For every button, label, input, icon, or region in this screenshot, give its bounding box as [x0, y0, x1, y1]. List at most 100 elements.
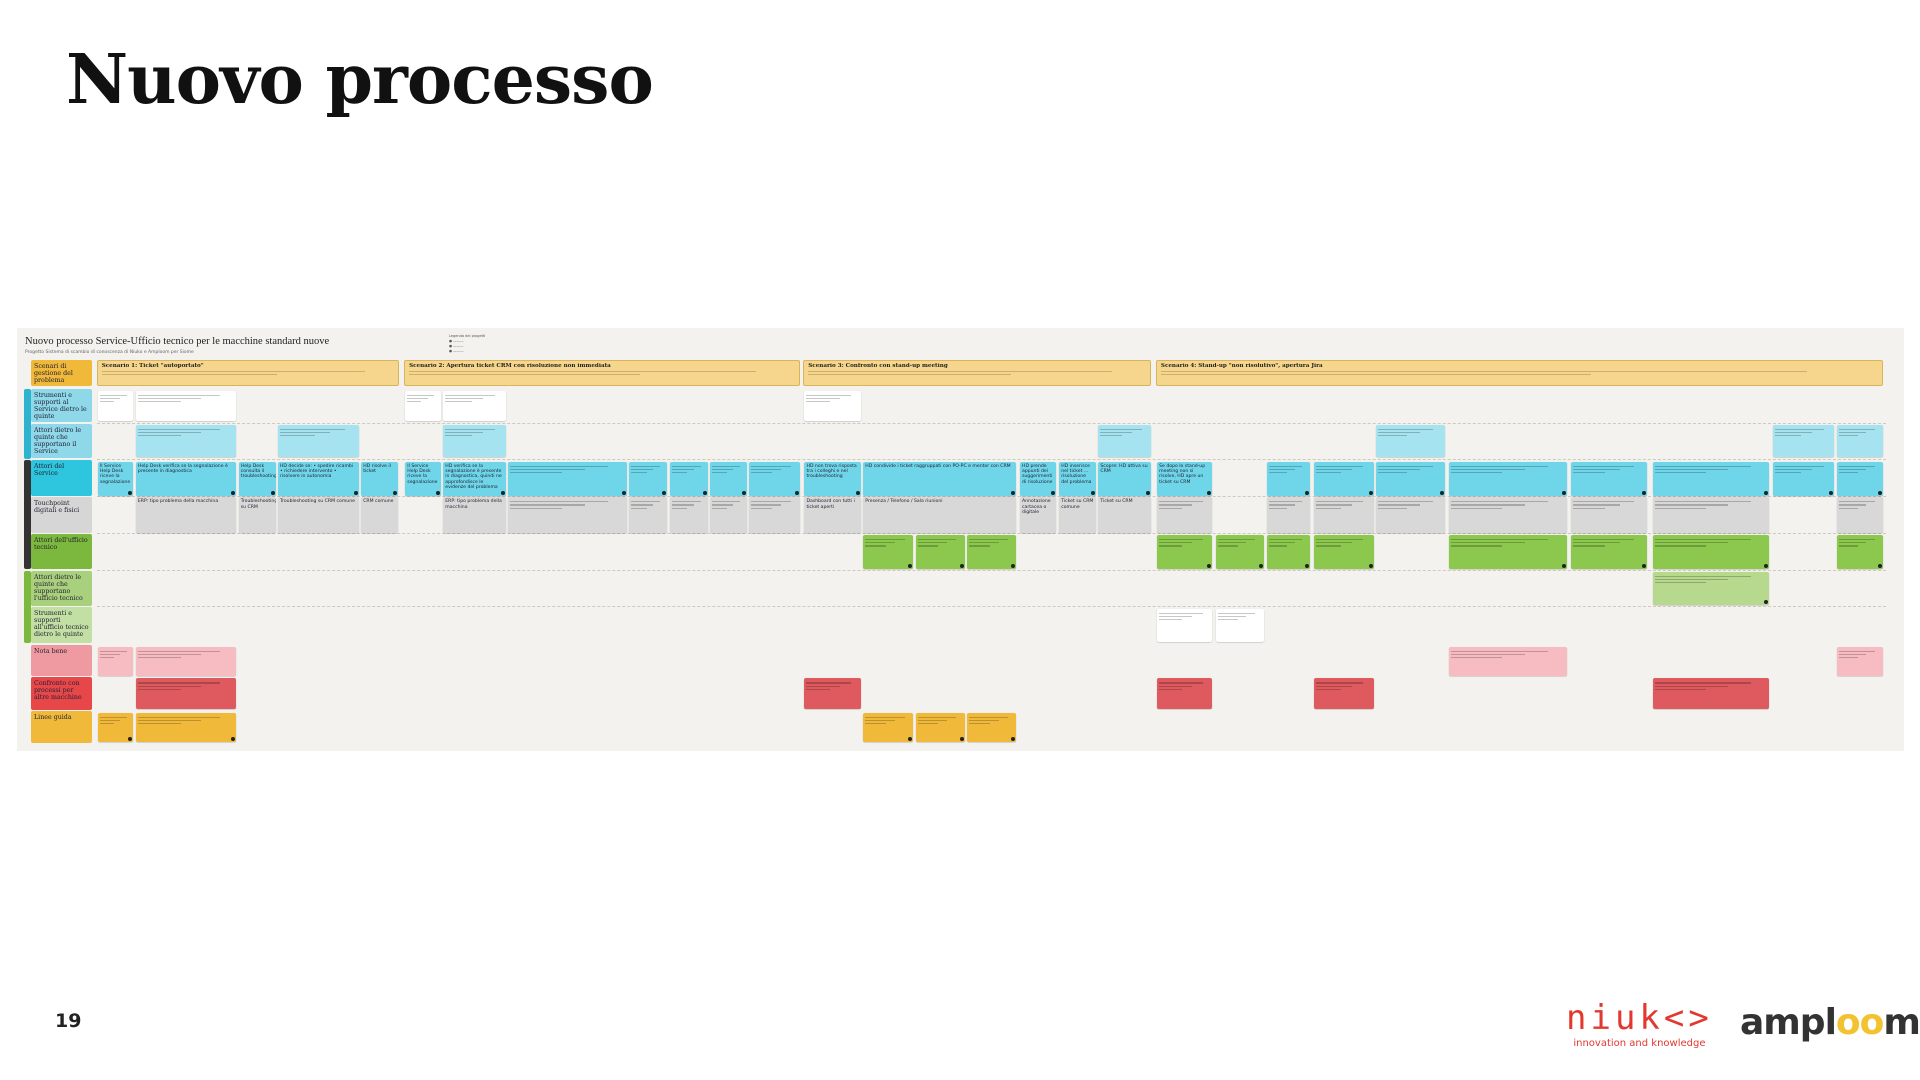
lane-divider [97, 606, 1886, 608]
text-line [137, 400, 182, 403]
legend-title: Legenda dei progetti [449, 334, 486, 338]
text-line [1655, 504, 1729, 506]
blueprint-card: Annotazione cartacea o digitale [1020, 497, 1056, 533]
scenario-header: Scenario 1: Ticket "autoportato" [96, 360, 400, 386]
text-line [510, 465, 608, 467]
blueprint-card [97, 390, 134, 422]
text-line [1159, 501, 1203, 503]
text-line [1655, 685, 1729, 687]
blueprint-card [1448, 535, 1568, 570]
blueprint-card [1448, 497, 1568, 533]
text-line [1315, 472, 1342, 474]
text-line [1269, 504, 1295, 506]
link-icon [128, 490, 133, 495]
link-icon [1011, 564, 1016, 569]
text-line [1159, 618, 1183, 621]
blueprint-card: HD condivide i ticket raggruppati con PO… [863, 461, 1017, 496]
blueprint-card [1571, 535, 1647, 570]
text-line [445, 428, 495, 431]
card-text: Presenza / Telefono / Sala riunioni [865, 499, 943, 505]
text-line [1315, 504, 1353, 506]
text-line [99, 400, 115, 403]
blueprint-card: Presenza / Telefono / Sala riunioni [863, 497, 1017, 533]
blueprint-card [1215, 608, 1264, 642]
blueprint-card [1376, 461, 1445, 496]
text-line [1573, 465, 1635, 467]
text-line [407, 397, 428, 399]
text-line [671, 504, 694, 506]
link-icon [1011, 737, 1016, 742]
amploom-text: m [1883, 1002, 1920, 1043]
blueprint-card: HD risolve il ticket [361, 461, 398, 496]
text-line [1378, 507, 1408, 509]
blueprint-card [135, 646, 237, 676]
blueprint-card [1653, 678, 1770, 709]
text-line [671, 465, 701, 467]
blueprint-card [1448, 461, 1568, 496]
blueprint-card [508, 461, 627, 496]
card-text: Help Desk consulta il troubleshooting [240, 463, 276, 480]
text-line [407, 394, 435, 396]
blueprint-card: Dashboard con tutti i ticket aperti [804, 497, 861, 533]
blueprint-card: Troubleshooting su CRM [238, 497, 276, 533]
text-line [1159, 685, 1193, 687]
text-line [751, 465, 791, 467]
blueprint-card [1836, 424, 1884, 457]
text-line [1159, 682, 1203, 684]
blueprint-card [97, 646, 134, 676]
text-line [712, 465, 741, 467]
text-line [445, 400, 472, 403]
text-line [1573, 468, 1620, 470]
text-line [1450, 653, 1526, 655]
text-line [1655, 688, 1706, 690]
text-line [1269, 539, 1303, 541]
text-line [1775, 468, 1813, 470]
link-icon [702, 490, 707, 495]
link-icon [1146, 490, 1151, 495]
text-line [1573, 507, 1606, 509]
blueprint-card [749, 461, 800, 496]
text-line [1775, 428, 1824, 431]
link-icon [621, 490, 626, 495]
link-icon [1641, 564, 1646, 569]
blueprint-card [443, 424, 506, 457]
link-icon [1764, 490, 1769, 495]
lane-label: Attori dietro le quinte che supportano i… [31, 423, 92, 458]
text-line [1315, 685, 1353, 687]
blueprint-card [1653, 497, 1770, 533]
card-text: Dashboard con tutti i ticket aperti [806, 499, 855, 510]
blueprint-card [1313, 678, 1374, 709]
text-line [1159, 507, 1183, 509]
text-line [1217, 542, 1247, 544]
diagram-subtitle: Progetto Sistema di scambio di conoscenz… [25, 350, 194, 355]
niuko-tagline: innovation and knowledge [1573, 1038, 1706, 1049]
card-text: Scopre: HD attiva su CRM [1100, 463, 1148, 475]
link-icon [855, 490, 860, 495]
scenario-header: Scenario 2: Apertura ticket CRM con riso… [404, 360, 800, 386]
card-text: Ticket su CRM comune [1061, 499, 1094, 510]
text-line [137, 650, 220, 652]
text-line [1450, 539, 1549, 541]
blueprint-card [804, 390, 861, 422]
text-line [1315, 545, 1342, 547]
blueprint-card [1215, 535, 1264, 570]
text-line [1450, 465, 1549, 467]
text-line [445, 397, 484, 399]
lane-label: Attori dietro le quinte che supportano l… [31, 570, 92, 607]
text-line [137, 397, 201, 399]
card-text: HD decide se: • spedire ricambi • richie… [279, 463, 354, 480]
text-line [137, 719, 201, 722]
blueprint-card [1773, 461, 1835, 496]
text-line [1838, 507, 1858, 509]
text-line [99, 653, 121, 655]
blueprint-card: Il Service Help Desk riceve la segnalazi… [97, 461, 134, 496]
lane-label: Confronto con processi per altre macchin… [31, 677, 92, 711]
text-line [806, 400, 831, 403]
text-line [101, 374, 278, 376]
text-line [1378, 501, 1434, 503]
link-icon [1305, 490, 1310, 495]
text-line [631, 507, 647, 509]
link-icon [1011, 490, 1016, 495]
blueprint-card [1836, 461, 1884, 496]
text-line [1159, 615, 1193, 617]
